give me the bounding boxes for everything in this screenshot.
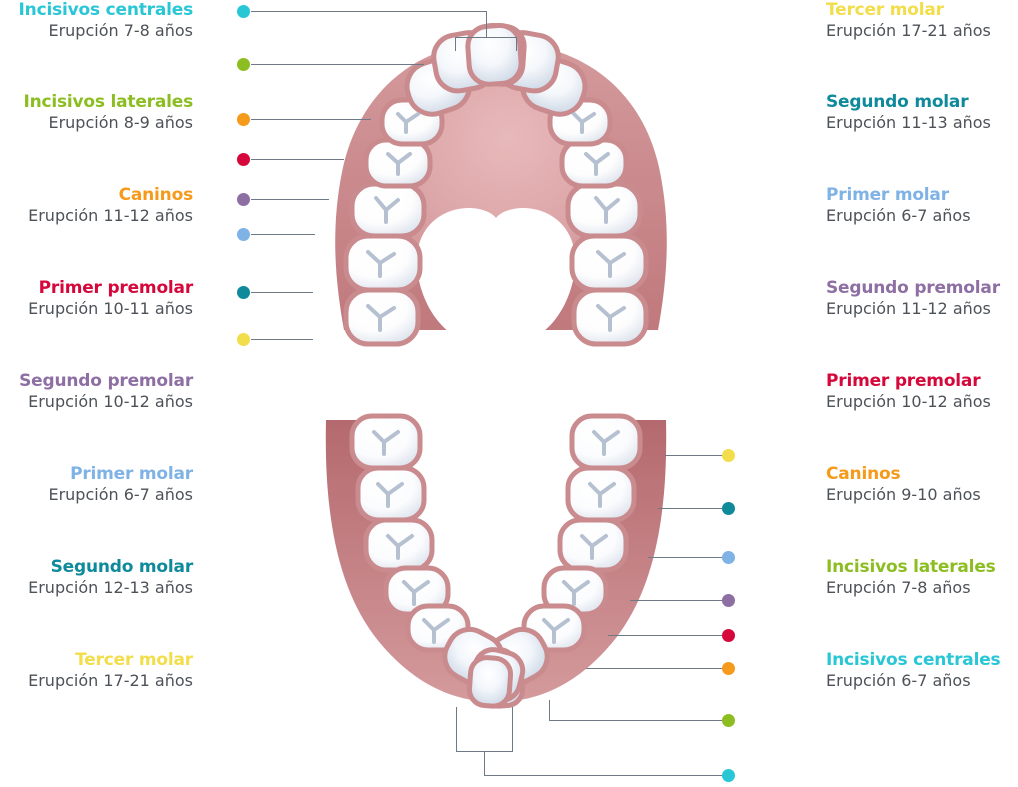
label-eruption: Erupción 6-7 años <box>826 670 971 690</box>
label-title: Caninos <box>118 185 194 205</box>
label-title: Primer molar <box>70 464 193 484</box>
label-title: Segundo premolar <box>19 371 193 391</box>
label-eruption: Erupción 10-12 años <box>826 391 991 411</box>
label-eruption: Erupción 17-21 años <box>826 20 991 40</box>
leader-line-upper-second-molar <box>251 292 313 294</box>
leader-bracket-right-lower-central <box>512 707 514 751</box>
label-title: Caninos <box>826 464 901 484</box>
label-title: Incisivos laterales <box>826 557 996 577</box>
label-eruption: Erupción 7-8 años <box>826 577 971 597</box>
label-lower-central-incisor-right: Incisivos centrales Erupción 6-7 años <box>826 650 1001 690</box>
label-title: Incisivos centrales <box>826 650 1001 670</box>
label-eruption: Erupción 10-12 años <box>28 391 193 411</box>
dot-lower-central-incisor[interactable] <box>722 769 735 782</box>
label-lower-first-premolar-right: Primer premolar Erupción 10-12 años <box>826 371 991 411</box>
dot-lower-second-premolar[interactable] <box>722 594 735 607</box>
leader-line-upper-third-molar <box>251 339 313 341</box>
leader-line-lower-lateral-incisor <box>549 720 723 722</box>
dot-upper-second-premolar[interactable] <box>237 193 250 206</box>
label-eruption: Erupción 6-7 años <box>48 484 193 504</box>
leader-line-lower-canine <box>586 668 723 670</box>
leader-bracket-left-lower-central <box>456 707 458 751</box>
label-eruption: Erupción 10-11 años <box>28 298 193 318</box>
label-upper-first-premolar: Primer premolar Erupción 10-11 años <box>0 278 194 318</box>
label-title: Primer molar <box>826 185 949 205</box>
dot-lower-lateral-incisor[interactable] <box>722 714 735 727</box>
leader-line-lower-second-molar <box>658 508 723 510</box>
label-title: Primer premolar <box>38 278 194 298</box>
lower-arch-illustration <box>325 413 667 709</box>
dot-upper-third-molar[interactable] <box>237 333 250 346</box>
leader-line-lower-central-incisor <box>484 775 723 777</box>
dot-upper-first-premolar[interactable] <box>237 153 250 166</box>
dot-lower-canine[interactable] <box>722 662 735 675</box>
label-eruption: Erupción 6-7 años <box>826 205 971 225</box>
leader-line-upper-first-premolar <box>251 159 344 161</box>
dot-lower-second-molar[interactable] <box>722 502 735 515</box>
label-title: Tercer molar <box>75 650 193 670</box>
label-title: Segundo molar <box>50 557 194 577</box>
label-title: Incisivos laterales <box>23 92 193 112</box>
label-upper-lateral-incisor: Incisivos laterales Erupción 8-9 años <box>0 92 193 132</box>
leader-line-upper-second-premolar <box>251 199 329 201</box>
dot-lower-third-molar[interactable] <box>722 449 735 462</box>
leader-line-lower-second-premolar <box>630 600 723 602</box>
label-upper-central-incisor: Incisivos centrales Erupción 7-8 años <box>0 0 194 40</box>
dot-upper-first-molar[interactable] <box>237 228 250 241</box>
dot-upper-second-molar[interactable] <box>237 286 250 299</box>
label-lower-second-molar-right: Segundo molar Erupción 11-13 años <box>826 92 991 132</box>
dot-upper-lateral-incisor[interactable] <box>237 58 250 71</box>
label-eruption: Erupción 11-12 años <box>826 298 991 318</box>
label-lower-canine-right: Caninos Erupción 9-10 años <box>826 464 981 504</box>
label-lower-first-molar-right: Primer molar Erupción 6-7 años <box>826 185 971 225</box>
label-eruption: Erupción 11-12 años <box>28 205 193 225</box>
label-title: Tercer molar <box>826 0 944 20</box>
leader-bracket-top-upper-central <box>455 37 517 39</box>
dot-upper-central-incisor[interactable] <box>237 5 250 18</box>
leader-bracket-left-upper-central <box>455 37 457 51</box>
upper-arch-illustration <box>335 22 667 348</box>
label-eruption: Erupción 7-8 años <box>48 20 193 40</box>
leader-vline-lower-central-incisor <box>484 751 486 776</box>
leader-line-upper-canine <box>251 119 371 121</box>
label-upper-third-molar: Tercer molar Erupción 17-21 años <box>0 650 193 690</box>
dot-lower-first-premolar[interactable] <box>722 629 735 642</box>
label-title: Incisivos centrales <box>18 0 194 20</box>
leader-vline-upper-central-incisor <box>486 11 488 37</box>
label-eruption: Erupción 9-10 años <box>826 484 981 504</box>
leader-line-lower-first-molar <box>648 557 723 559</box>
leader-bracket-right-upper-central <box>516 37 518 51</box>
label-upper-canine: Caninos Erupción 11-12 años <box>0 185 194 225</box>
label-eruption: Erupción 8-9 años <box>48 112 193 132</box>
leader-line-lower-third-molar <box>665 455 723 457</box>
label-upper-second-molar: Segundo molar Erupción 12-13 años <box>0 557 194 597</box>
label-lower-second-premolar-right: Segundo premolar Erupción 11-12 años <box>826 278 1000 318</box>
label-title: Segundo molar <box>826 92 969 112</box>
label-eruption: Erupción 11-13 años <box>826 112 991 132</box>
leader-line-lower-first-premolar <box>608 635 723 637</box>
label-title: Segundo premolar <box>826 278 1000 298</box>
label-eruption: Erupción 17-21 años <box>28 670 193 690</box>
label-lower-lateral-incisor-right: Incisivos laterales Erupción 7-8 años <box>826 557 996 597</box>
label-lower-third-molar-right: Tercer molar Erupción 17-21 años <box>826 0 991 40</box>
label-title: Primer premolar <box>826 371 981 391</box>
dot-lower-first-molar[interactable] <box>722 551 735 564</box>
label-upper-second-premolar: Segundo premolar Erupción 10-12 años <box>0 371 193 411</box>
label-eruption: Erupción 12-13 años <box>28 577 193 597</box>
leader-elbow-lower-lateral-incisor <box>549 700 551 720</box>
leader-line-upper-central-incisor <box>251 11 487 13</box>
leader-line-upper-first-molar <box>251 234 315 236</box>
leader-line-upper-lateral-incisor <box>251 64 424 66</box>
dot-upper-canine[interactable] <box>237 113 250 126</box>
label-upper-first-molar: Primer molar Erupción 6-7 años <box>0 464 193 504</box>
